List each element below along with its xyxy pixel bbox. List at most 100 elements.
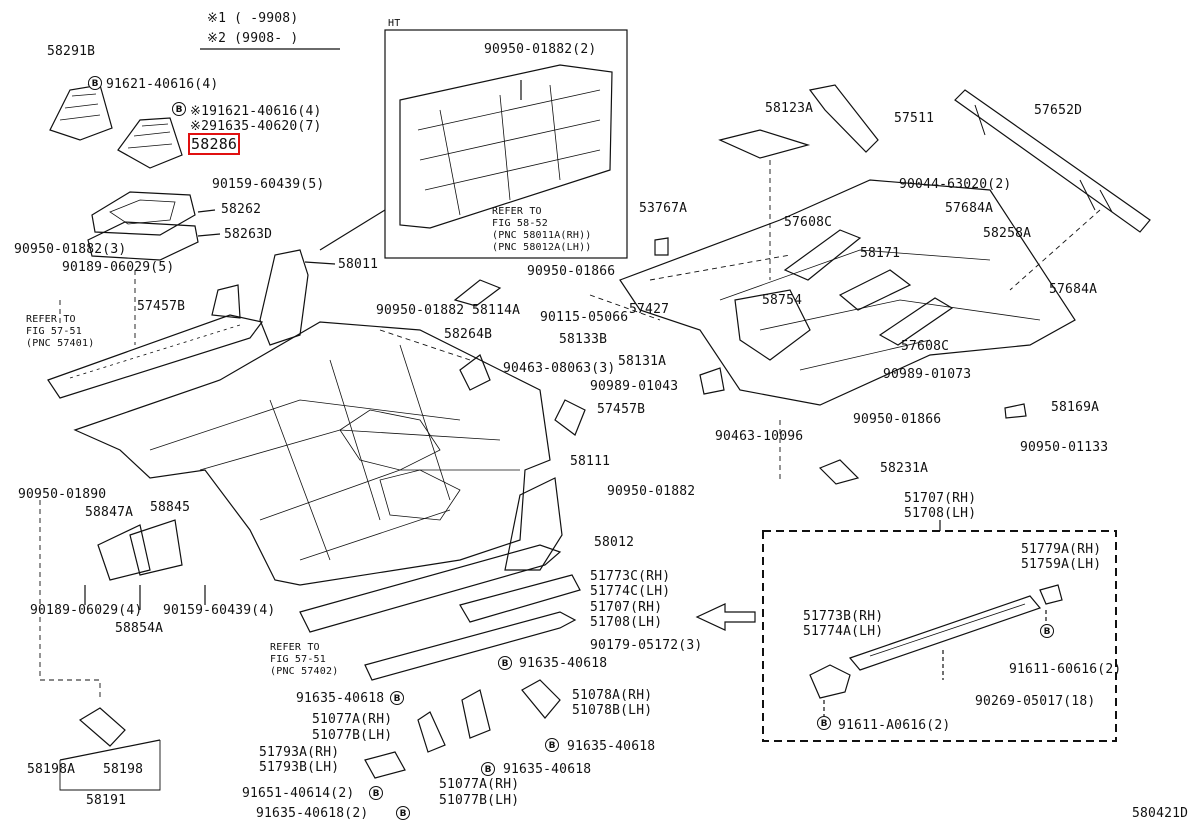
part-label[interactable]: ※191621-40616(4) [190, 104, 322, 119]
part-label[interactable]: 58114A [472, 303, 521, 318]
part-label[interactable]: 57652D [1034, 103, 1083, 118]
part-label[interactable]: 58847A [85, 505, 134, 520]
part-label[interactable]: 91611-60616(2) [1009, 662, 1122, 677]
panel-58171 [838, 269, 912, 311]
part-label[interactable]: 58198A [27, 762, 76, 777]
part-label[interactable]: 58262 [221, 202, 262, 217]
figure-code: 580421D [1132, 806, 1189, 821]
part-label[interactable]: 90950-01882(3) [14, 242, 127, 257]
part-label[interactable]: 90179-05172(3) [590, 638, 703, 653]
part-label[interactable]: 57608C [784, 215, 833, 230]
part-label[interactable]: 91611-A0616(2) [838, 718, 951, 733]
part-label[interactable]: 58263D [224, 227, 273, 242]
part-label[interactable]: 90989-01043 [590, 379, 679, 394]
bolt-icon: B [172, 102, 186, 116]
part-label[interactable]: 90159-60439(5) [212, 177, 325, 192]
part-label[interactable]: 90950-01890 [18, 487, 107, 502]
part-label[interactable]: 57608C [901, 339, 950, 354]
part-label[interactable]: 51077A(RH) [312, 712, 393, 727]
part-label[interactable]: 51707(RH) [904, 491, 977, 506]
part-label[interactable]: 90189-06029(4) [30, 603, 143, 618]
part-label[interactable]: 51078B(LH) [572, 703, 653, 718]
plate-58263d [87, 221, 199, 261]
part-label[interactable]: 57684A [1049, 282, 1098, 297]
bracket-51078a [521, 679, 561, 719]
part-label[interactable]: 90269-05017(18) [975, 694, 1096, 709]
part-label[interactable]: 91635-40618 [296, 691, 385, 706]
gusset-58845 [129, 519, 183, 576]
part-label[interactable]: 58012 [594, 535, 635, 550]
part-label[interactable]: 91635-40618 [567, 739, 656, 754]
part-label-highlighted[interactable]: 58286 [187, 133, 241, 155]
part-label[interactable]: 90950-01866 [527, 264, 616, 279]
part-label[interactable]: 51779A(RH) [1021, 542, 1102, 557]
part-label[interactable]: 57684A [945, 201, 994, 216]
part-label[interactable]: 51077B(LH) [439, 793, 520, 808]
part-label[interactable]: 51773C(RH) [590, 569, 671, 584]
part-label[interactable]: 91635-40618 [519, 656, 608, 671]
part-label[interactable]: 91621-40616(4) [106, 77, 219, 92]
part-label[interactable]: 58258A [983, 226, 1032, 241]
part-label[interactable]: 90989-01073 [883, 367, 972, 382]
refer-left-1: REFER TO [26, 314, 76, 325]
bolt-icon: B [390, 691, 404, 705]
bolt-icon: B [369, 786, 383, 800]
side-sill-bottom [299, 544, 562, 633]
bracket-51077a-lower [461, 689, 491, 739]
part-label[interactable]: 90950-01882 [607, 484, 696, 499]
part-label[interactable]: 90950-01133 [1020, 440, 1109, 455]
part-label[interactable]: 51774C(LH) [590, 584, 671, 599]
part-label[interactable]: 51077B(LH) [312, 728, 393, 743]
part-label[interactable]: 58011 [338, 257, 379, 272]
part-label[interactable]: 90159-60439(4) [163, 603, 276, 618]
part-label[interactable]: 51759A(LH) [1021, 557, 1102, 572]
part-label[interactable]: 58111 [570, 454, 611, 469]
part-label[interactable]: 90950-01866 [853, 412, 942, 427]
part-label[interactable]: 90463-08063(3) [503, 361, 616, 376]
part-label[interactable]: 57457B [137, 299, 186, 314]
front-floor-pan [73, 321, 551, 586]
part-label[interactable]: 51077A(RH) [439, 777, 520, 792]
part-label[interactable]: 51793A(RH) [259, 745, 340, 760]
part-label[interactable]: 90044-63020(2) [899, 177, 1012, 192]
part-label[interactable]: 58123A [765, 101, 814, 116]
refer-left-3: (PNC 57401) [26, 338, 95, 349]
part-label[interactable]: 58845 [150, 500, 191, 515]
bolt-icon: B [498, 656, 512, 670]
part-label[interactable]: 57511 [894, 111, 935, 126]
part-label[interactable]: 58171 [860, 246, 901, 261]
part-label[interactable]: 51708(LH) [904, 506, 977, 521]
plate-58123a [718, 129, 811, 159]
part-label[interactable]: 57427 [629, 302, 670, 317]
part-label[interactable]: 58169A [1051, 400, 1100, 415]
part-label[interactable]: 90950-01882 [376, 303, 465, 318]
part-label[interactable]: 51708(LH) [590, 615, 663, 630]
part-label[interactable]: 51078A(RH) [572, 688, 653, 703]
rear-floor-pan [619, 179, 1076, 406]
part-label[interactable]: 58231A [880, 461, 929, 476]
part-label[interactable]: 58191 [86, 793, 127, 808]
part-label[interactable]: 51773B(RH) [803, 609, 884, 624]
part-label[interactable]: 90189-06029(5) [62, 260, 175, 275]
part-label[interactable]: ※291635-40620(7) [190, 119, 322, 134]
part-label[interactable]: 90115-05066 [540, 310, 629, 325]
part-label[interactable]: 58133B [559, 332, 608, 347]
part-label[interactable]: 91651-40614(2) [242, 786, 355, 801]
part-label[interactable]: 51793B(LH) [259, 760, 340, 775]
part-label[interactable]: 58291B [47, 44, 96, 59]
part-label[interactable]: 51774A(LH) [803, 624, 884, 639]
part-label[interactable]: 57457B [597, 402, 646, 417]
part-label[interactable]: 90463-10096 [715, 429, 804, 444]
part-label[interactable]: 51707(RH) [590, 600, 663, 615]
part-label[interactable]: 58264B [444, 327, 493, 342]
part-label[interactable]: 58131A [618, 354, 667, 369]
part-label[interactable]: 58854A [115, 621, 164, 636]
part-label[interactable]: 53767A [639, 201, 688, 216]
part-label[interactable]: 58198 [103, 762, 144, 777]
direction-arrow [695, 603, 756, 631]
plate-58262 [91, 191, 196, 236]
part-label[interactable]: 58754 [762, 293, 803, 308]
part-label[interactable]: 91635-40618(2) [256, 806, 369, 821]
part-label[interactable]: 90950-01882(2) [484, 42, 597, 57]
part-label[interactable]: 91635-40618 [503, 762, 592, 777]
